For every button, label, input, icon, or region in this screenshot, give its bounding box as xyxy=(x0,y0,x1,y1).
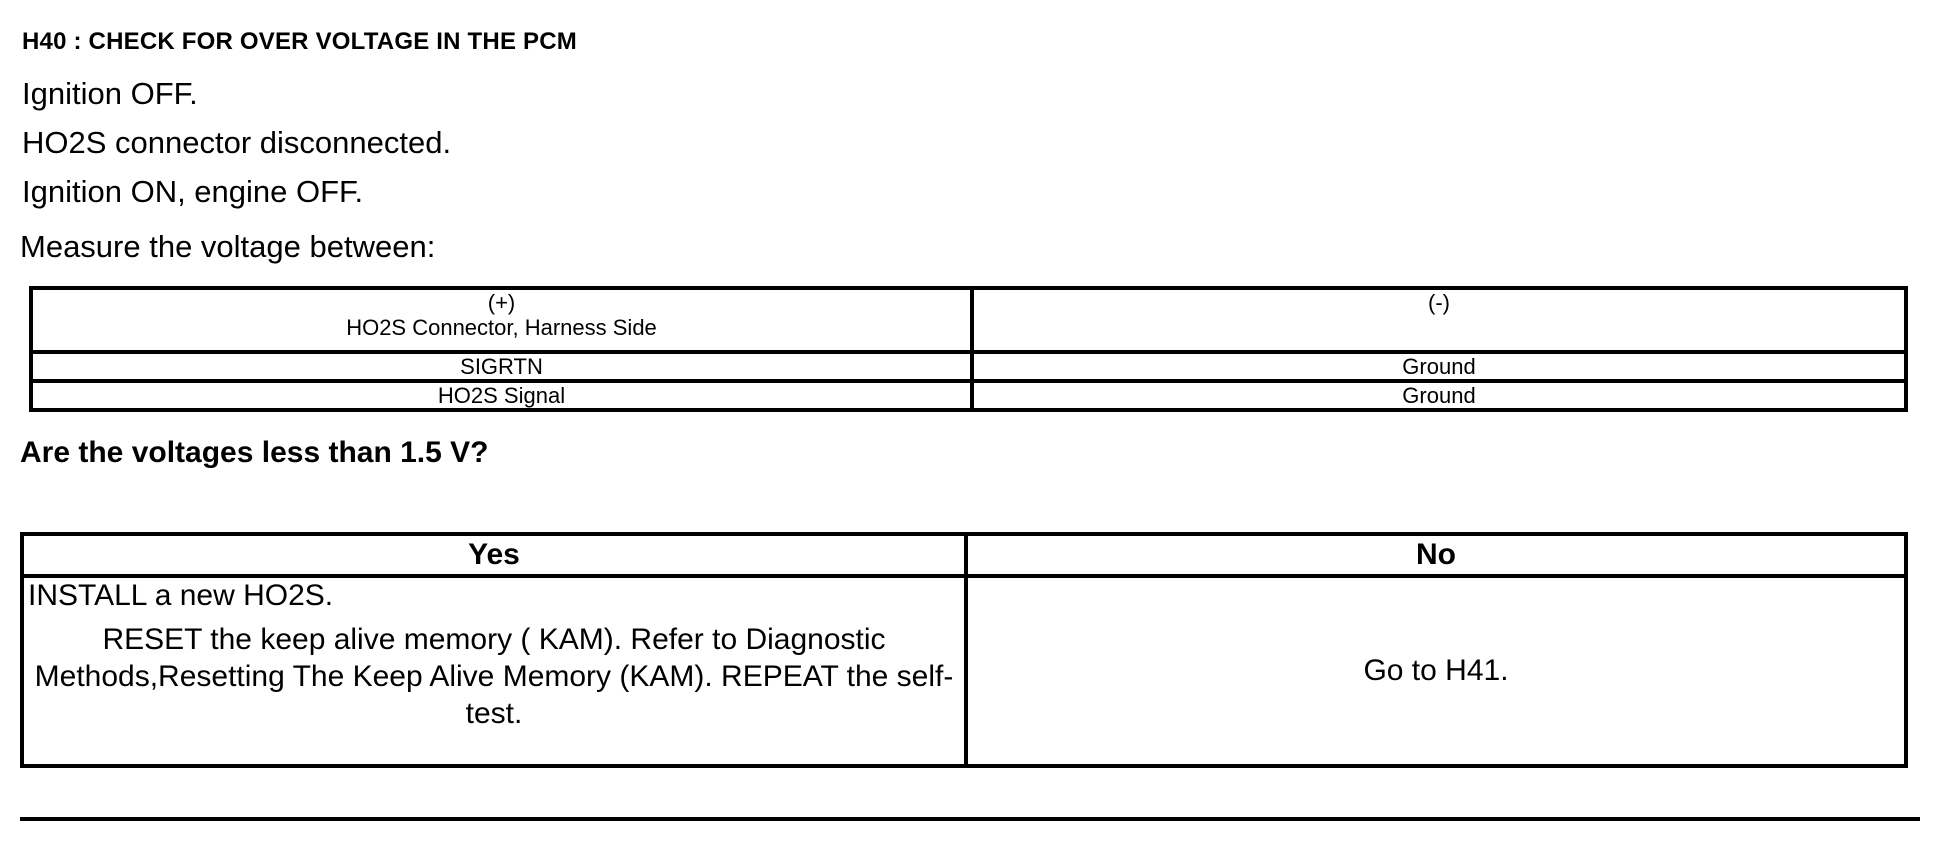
yes-action-reset: RESET the keep alive memory ( KAM). Refe… xyxy=(34,623,954,730)
negative-header-symbol: (-) xyxy=(1428,290,1450,315)
positive-cell: SIGRTN xyxy=(29,350,974,383)
result-header-row: Yes No xyxy=(20,532,1908,578)
table-row: HO2S Signal Ground xyxy=(29,379,1908,412)
yes-action-install: INSTALL a new HO2S. xyxy=(28,579,334,612)
yes-action-cell: INSTALL a new HO2S. RESET the keep alive… xyxy=(20,574,968,768)
yes-header: Yes xyxy=(20,532,968,578)
decision-question: Are the voltages less than 1.5 V? xyxy=(20,436,489,469)
result-table: Yes No INSTALL a new HO2S. RESET the kee… xyxy=(20,532,1908,768)
positive-header-label: HO2S Connector, Harness Side xyxy=(346,315,657,340)
negative-header-cell: (-) xyxy=(970,286,1908,354)
positive-cell: HO2S Signal xyxy=(29,379,974,412)
positive-header-symbol: (+) xyxy=(487,290,516,315)
measurement-header-row: (+) HO2S Connector, Harness Side (-) xyxy=(29,286,1908,354)
section-divider xyxy=(20,817,1920,821)
table-row: SIGRTN Ground xyxy=(29,350,1908,383)
step-line-1: Ignition OFF. xyxy=(22,76,198,111)
step-line-3: Ignition ON, engine OFF. xyxy=(22,174,364,209)
measurement-table: (+) HO2S Connector, Harness Side (-) SIG… xyxy=(29,286,1908,412)
negative-cell: Ground xyxy=(970,379,1908,412)
no-action-cell: Go to H41. xyxy=(964,574,1908,768)
step-line-2: HO2S connector disconnected. xyxy=(22,125,452,160)
step-heading: H40 : CHECK FOR OVER VOLTAGE IN THE PCM xyxy=(22,28,577,55)
no-header: No xyxy=(964,532,1908,578)
result-body-row: INSTALL a new HO2S. RESET the keep alive… xyxy=(20,574,1908,768)
negative-cell: Ground xyxy=(970,350,1908,383)
positive-header-cell: (+) HO2S Connector, Harness Side xyxy=(29,286,974,354)
measure-label: Measure the voltage between: xyxy=(20,229,436,264)
